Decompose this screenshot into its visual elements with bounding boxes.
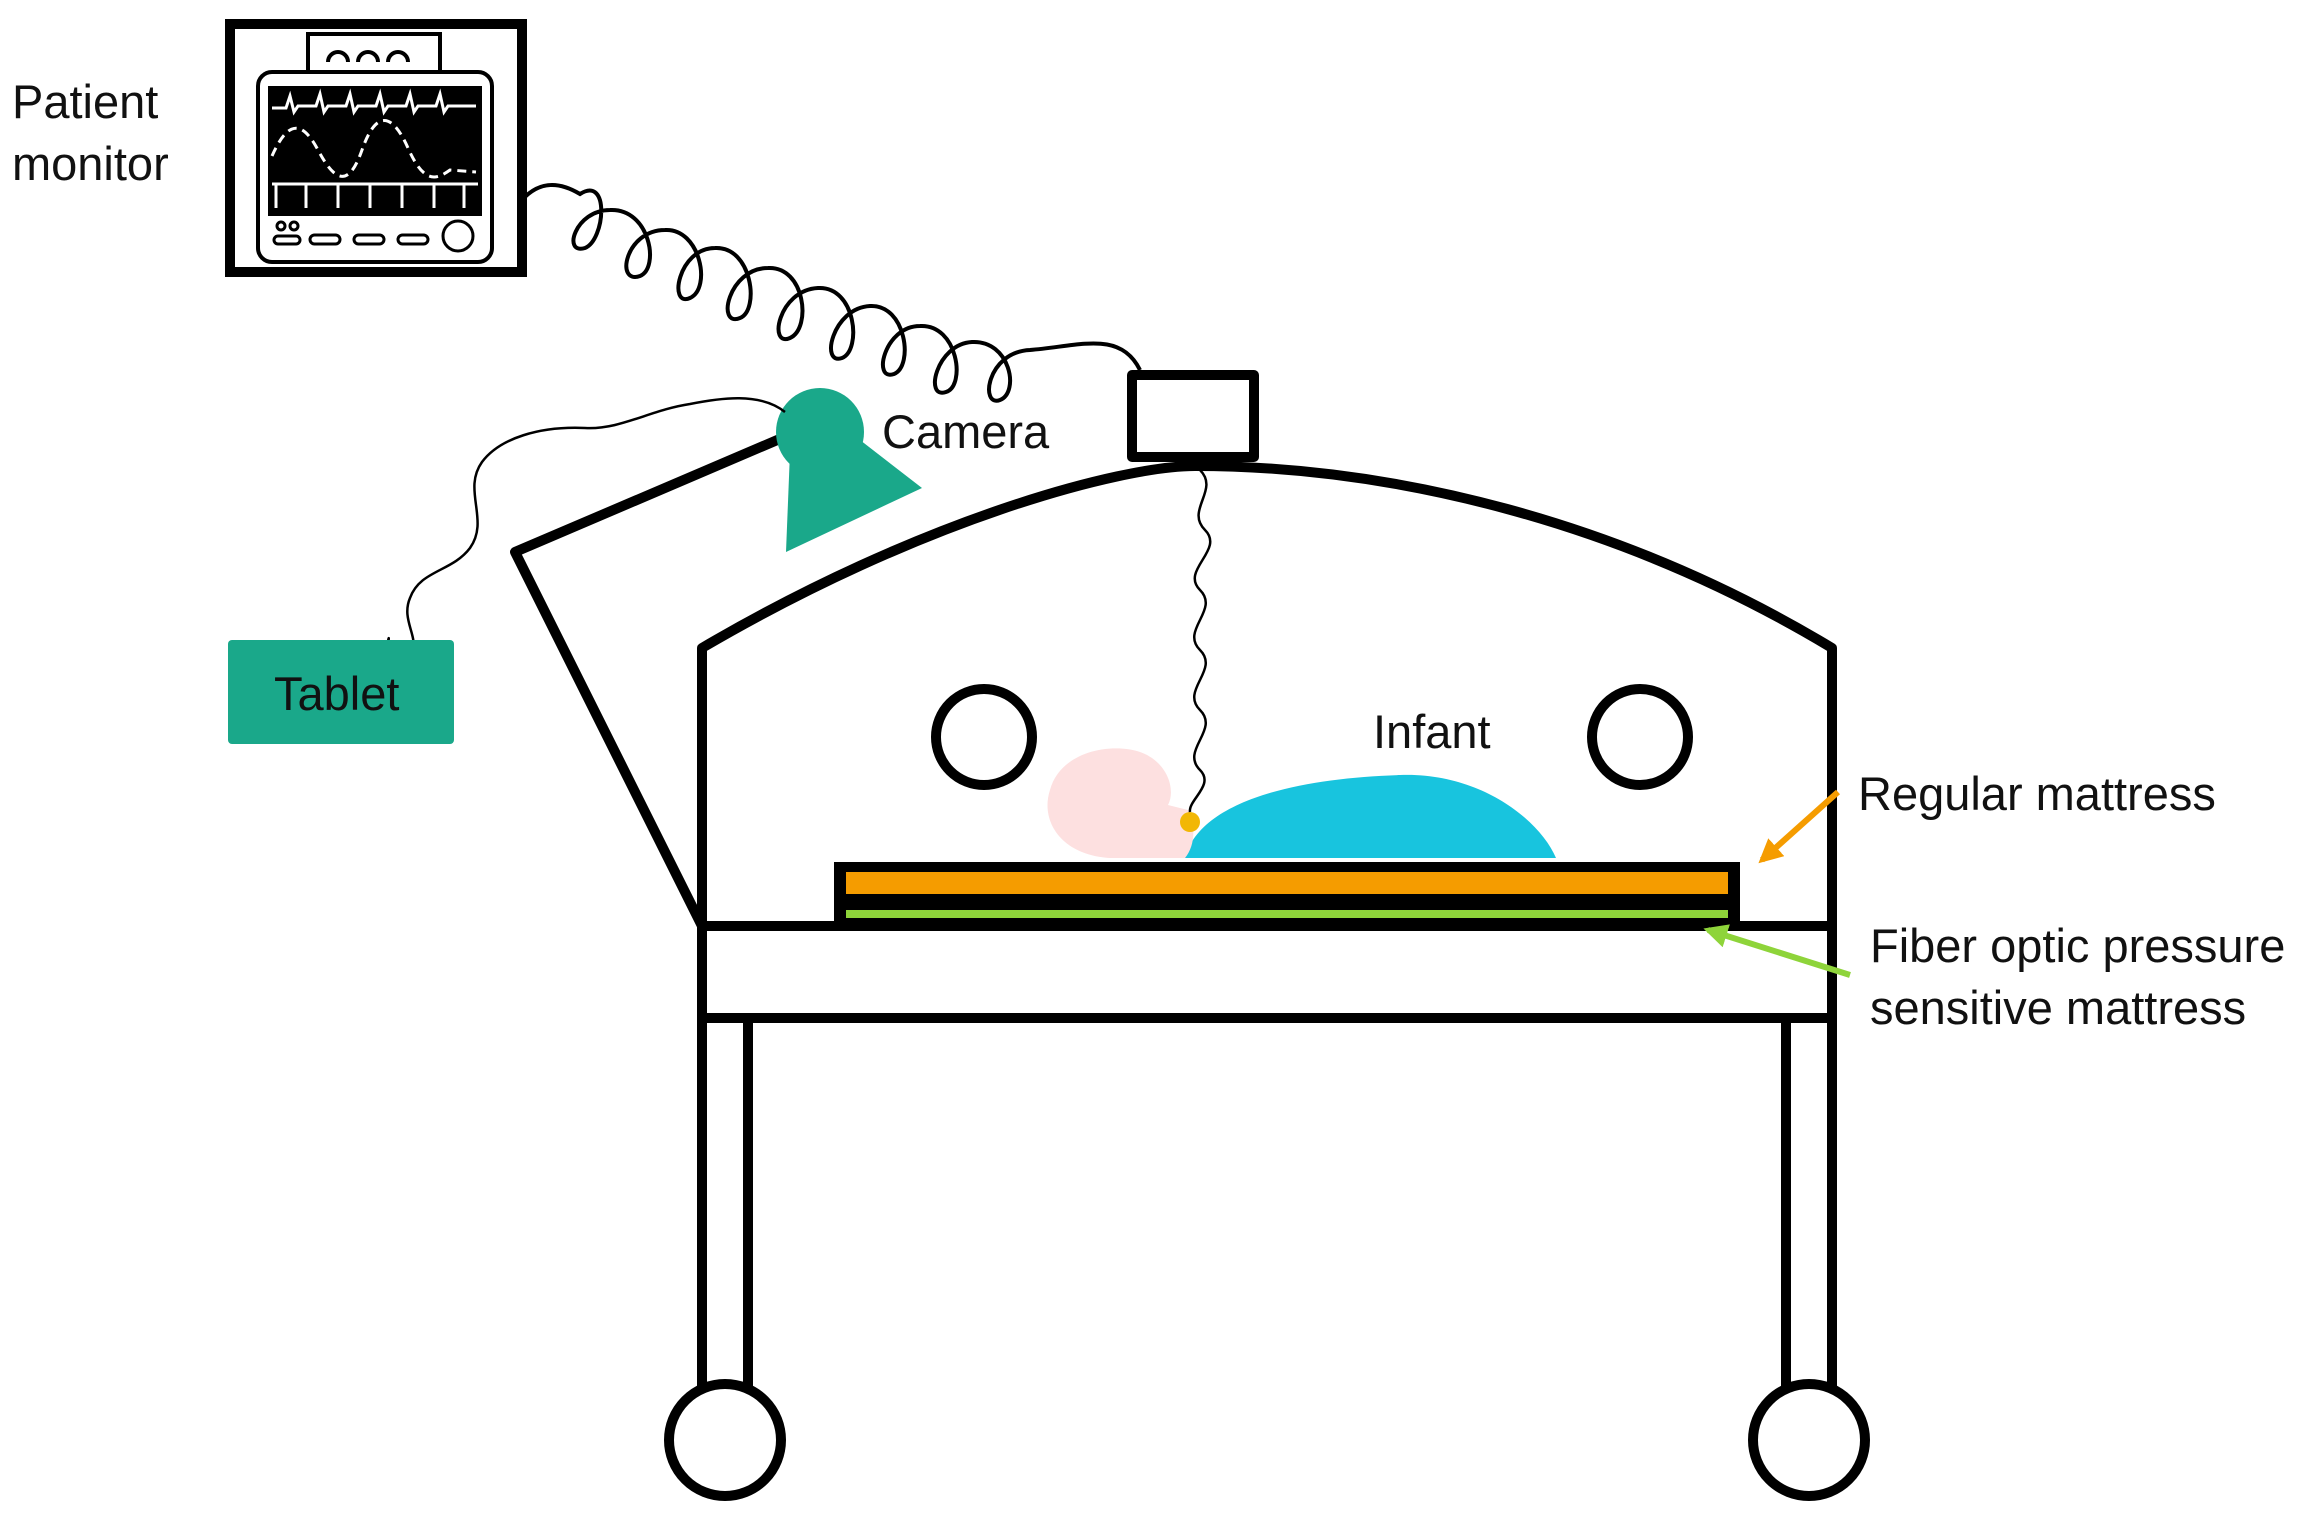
camera-icon — [776, 388, 922, 552]
regular-mattress — [846, 872, 1728, 894]
label-camera: Camera — [882, 405, 1050, 458]
regular-mattress-arrow — [1758, 789, 1841, 864]
incubator — [510, 370, 1870, 1501]
sensor-dot — [1180, 812, 1200, 832]
leg-left — [697, 1018, 753, 1392]
tablet-cable — [385, 397, 786, 669]
patient-monitor — [225, 19, 527, 277]
infant-head — [1047, 748, 1194, 858]
fiber-mattress-arrow — [1703, 924, 1851, 978]
label-fiber-mattress-1: Fiber optic pressure — [1870, 919, 2285, 972]
mattress-stack — [834, 862, 1740, 926]
label-patient-monitor-1: Patient — [12, 75, 158, 128]
porthole-left-icon — [931, 684, 1037, 790]
leg-right — [1781, 1018, 1837, 1392]
label-regular-mattress: Regular mattress — [1858, 767, 2216, 820]
label-tablet: Tablet — [274, 667, 399, 720]
monitor-coiled-cable — [520, 182, 1142, 403]
sensor-wire — [1188, 469, 1212, 813]
wheel-right-icon — [1748, 1379, 1870, 1501]
infant — [1047, 748, 1556, 858]
ecg-trace-icon — [272, 88, 476, 116]
infant-body — [1185, 774, 1556, 858]
label-patient-monitor-2: monitor — [12, 137, 169, 190]
label-fiber-mattress-2: sensitive mattress — [1870, 981, 2246, 1034]
wheel-left-icon — [664, 1379, 786, 1501]
porthole-right-icon — [1587, 684, 1693, 790]
tablet — [228, 640, 454, 744]
incubator-base — [697, 921, 1837, 1023]
camera-arm — [510, 433, 784, 929]
fiber-optic-mattress — [846, 910, 1728, 918]
incubator-canopy — [697, 461, 1837, 926]
label-infant: Infant — [1373, 705, 1491, 758]
respiration-wave-icon — [270, 119, 477, 179]
incubator-top-unit — [1127, 370, 1259, 462]
monitor-buttons — [272, 219, 475, 253]
